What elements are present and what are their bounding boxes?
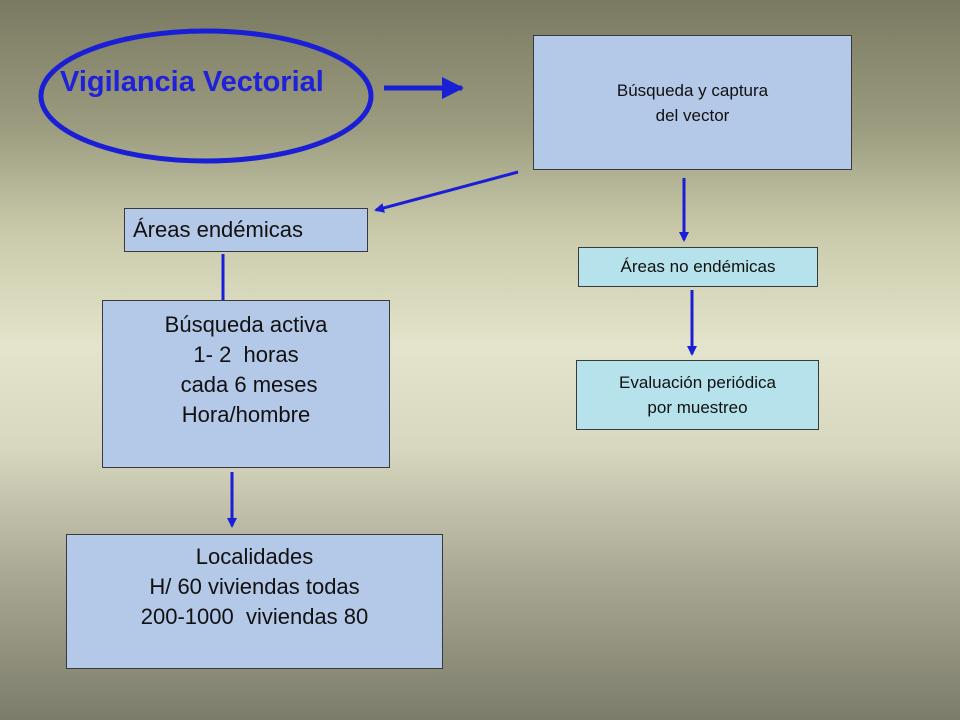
localidades-line-1: Localidades [195,544,314,569]
title-ellipse [38,28,374,164]
evaluacion-line-2: por muestreo [647,398,748,417]
evaluacion-line-1: Evaluación periódica [619,373,776,392]
localidades-line-2: H/ 60 viviendas todas [149,574,360,599]
areas-endemicas-label: Áreas endémicas [133,217,303,242]
evaluacion-box: Evaluación periódica por muestreo [576,360,819,430]
page-title: Vigilancia Vectorial [60,66,324,98]
arrow-busqueda-to-endemicas [374,170,519,213]
busqueda-activa-box: Búsqueda activa 1- 2 horas cada 6 meses … [102,300,390,468]
busqueda-captura-line-2: del vector [655,105,730,125]
areas-no-endemicas-box: Áreas no endémicas [578,247,818,287]
areas-no-endemicas-label: Áreas no endémicas [620,257,776,276]
localidades-line-3: 200-1000 viviendas 80 [140,604,369,629]
busqueda-activa-line-2: 1- 2 horas [193,342,299,367]
busqueda-activa-line-4: Hora/hombre [181,402,311,427]
busqueda-activa-line-1: Búsqueda activa [164,312,328,337]
localidades-box: Localidades H/ 60 viviendas todas 200-10… [66,534,443,669]
busqueda-captura-line-1: Búsqueda y captura [616,80,769,100]
busqueda-activa-line-3: cada 6 meses [174,372,318,397]
busqueda-captura-box: Búsqueda y captura del vector [533,35,852,170]
areas-endemicas-box: Áreas endémicas [124,208,368,252]
